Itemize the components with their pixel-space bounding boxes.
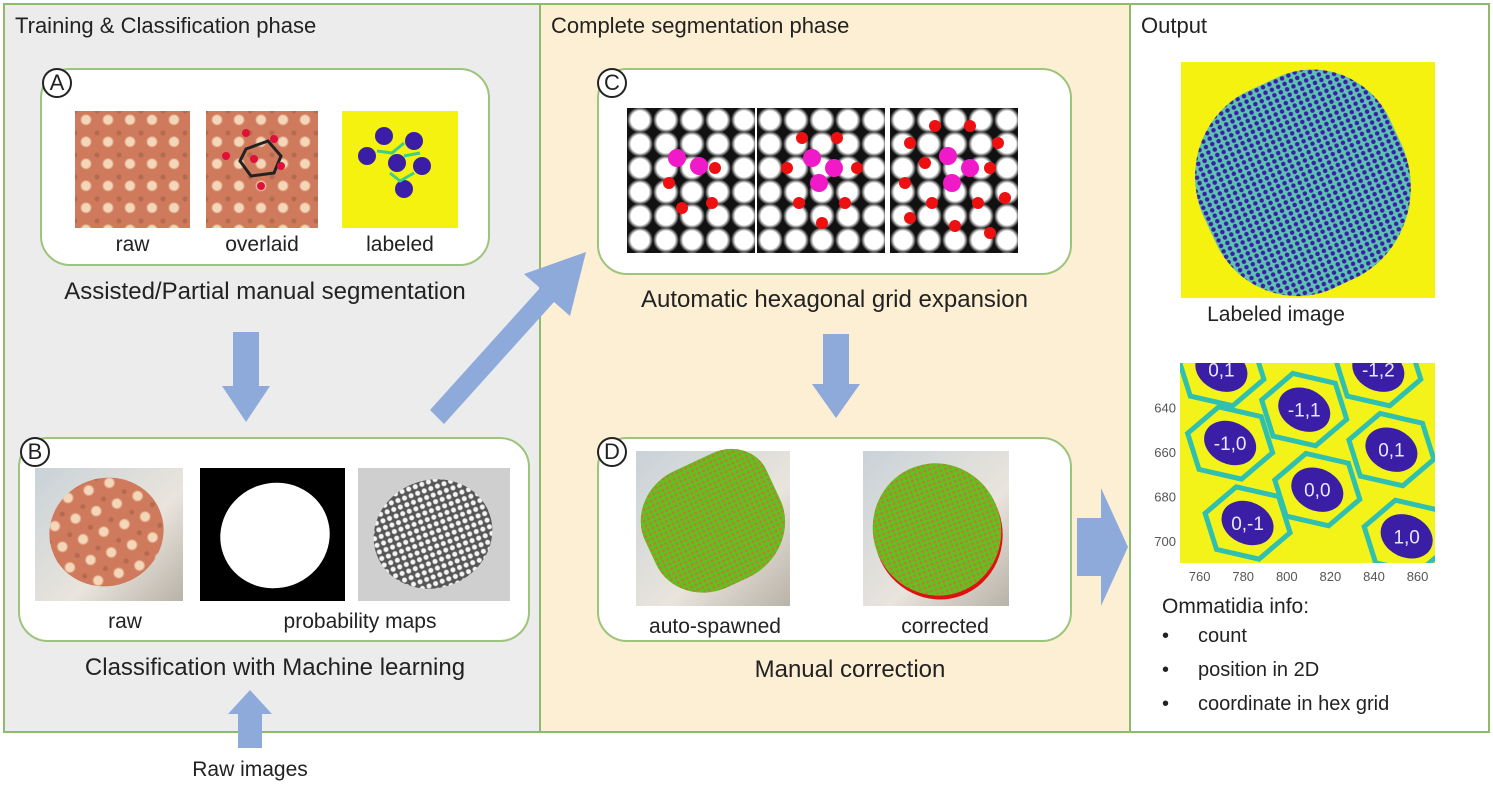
down-arrow-head	[222, 386, 270, 422]
cell-coordinate-label: 1,0	[1393, 527, 1419, 548]
cell-coordinate-label: -1,0	[1214, 434, 1247, 455]
y-tick-label: 660	[1154, 445, 1176, 460]
down-arrow	[823, 334, 849, 386]
panel-title: Training & Classification phase	[15, 13, 317, 38]
labeled-crop-image	[342, 111, 458, 228]
ommatidium-cell	[1291, 467, 1344, 512]
ommatidium-cell	[1352, 363, 1405, 392]
x-tick-label: 760	[1189, 569, 1211, 584]
corrected-label: corrected	[901, 615, 989, 638]
step-a-caption: Assisted/Partial manual segmentation	[64, 278, 466, 305]
raw-images-label: Raw images	[192, 758, 308, 781]
ommatidia-info-list: count position in 2D coordinate in hex g…	[1162, 622, 1389, 724]
cell-coordinate-label: -1,2	[1362, 361, 1395, 382]
hex-cell-border	[1361, 497, 1435, 563]
cell-coordinate-label: 0,-1	[1231, 514, 1264, 535]
panel-title: Output	[1141, 13, 1208, 38]
step-a-badge: A	[42, 68, 72, 98]
cell-coordinate-label: 0,0	[1304, 481, 1330, 502]
ommatidium-cell	[1221, 500, 1274, 546]
probability-map-white	[200, 467, 345, 604]
cell-coordinate-label: 0,1	[1378, 441, 1404, 462]
info-item: position in 2D	[1162, 656, 1389, 684]
raw-eye-image	[33, 461, 183, 603]
x-tick-label: 780	[1232, 569, 1254, 584]
right-arrow	[1077, 518, 1103, 576]
probability-maps-label: probability maps	[283, 610, 437, 633]
step-d-badge: D	[597, 437, 627, 467]
auto-spawned-image	[623, 435, 805, 611]
x-tick-label: 800	[1276, 569, 1298, 584]
labeled-label: labeled	[366, 233, 434, 256]
hex-cell-border	[1180, 363, 1267, 409]
panel-title: Complete segmentation phase	[551, 13, 850, 38]
step-b-caption: Classification with Machine learning	[84, 654, 466, 681]
ommatidium-cell	[1204, 420, 1257, 466]
hex-cell-border	[1346, 410, 1435, 489]
raw-label: raw	[108, 610, 142, 633]
step-b-badge: B	[20, 437, 50, 467]
auto-spawned-label: auto-spawned	[649, 615, 781, 638]
step-c-badge: C	[597, 68, 627, 98]
y-tick-label: 680	[1154, 489, 1176, 504]
labeled-eye-image	[1163, 41, 1445, 326]
x-tick-label: 860	[1407, 569, 1429, 584]
diagonal-arrow	[430, 252, 586, 424]
plot-area: 0,1 -1,2 -1,1 -1,0 0,1 0,0 0,-1 1,0	[1180, 361, 1435, 563]
cell-coordinate-label: 0,1	[1208, 361, 1234, 382]
hex-cell-border	[1258, 370, 1350, 449]
down-arrow	[233, 332, 259, 388]
down-arrow-head	[812, 384, 860, 418]
hex-cell-border	[1184, 404, 1276, 482]
raw-crop-image	[75, 111, 190, 228]
ommatidium-cell	[1278, 387, 1331, 432]
ommatidia-info-title: Ommatidia info:	[1162, 595, 1310, 618]
ommatidium-cell	[1365, 427, 1418, 472]
right-arrow-head	[1101, 488, 1128, 606]
overlaid-label: overlaid	[225, 233, 299, 256]
hex-coordinate-chart: 0,1 -1,2 -1,1 -1,0 0,1 0,0 0,-1 1,0 760 780 800 820…	[1154, 361, 1435, 584]
hex-cell-border	[1202, 484, 1293, 562]
hex-cell-border	[1334, 363, 1424, 409]
grid-expansion-step-1	[627, 108, 755, 253]
overlaid-crop-image	[206, 111, 318, 228]
up-arrow-head	[228, 690, 272, 714]
step-c-caption: Automatic hexagonal grid expansion	[641, 286, 1028, 313]
x-tick-label: 840	[1363, 569, 1385, 584]
grid-expansion-step-3	[890, 108, 1018, 253]
raw-label: raw	[115, 233, 150, 256]
ommatidium-cell	[1380, 514, 1433, 559]
ommatidium-cell	[1195, 363, 1248, 392]
step-d-caption: Manual correction	[754, 656, 946, 683]
x-tick-label: 820	[1320, 569, 1342, 584]
grid-expansion-step-2	[757, 108, 885, 253]
up-arrow	[238, 713, 262, 748]
labeled-image-caption: Labeled image	[1207, 303, 1345, 326]
probability-map-texture	[358, 462, 510, 606]
hex-cell-border	[1271, 450, 1363, 529]
info-item: count	[1162, 622, 1389, 650]
info-item: coordinate in hex grid	[1162, 690, 1389, 718]
corrected-image	[854, 445, 1020, 614]
cell-coordinate-label: -1,1	[1288, 401, 1321, 422]
y-tick-label: 640	[1154, 400, 1176, 415]
y-tick-label: 700	[1154, 534, 1176, 549]
